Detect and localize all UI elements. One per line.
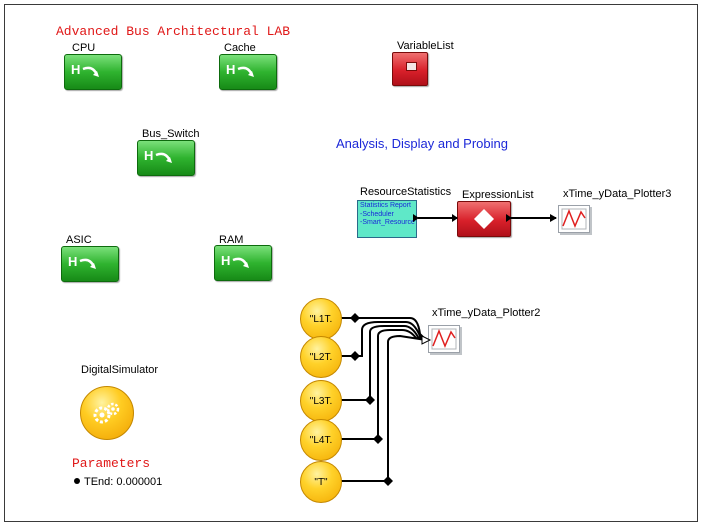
signal-source[interactable]: "L2T. — [300, 336, 342, 378]
asic-block[interactable]: H — [61, 246, 119, 282]
list-icon — [406, 62, 417, 71]
waveform-icon — [561, 208, 587, 230]
signal-source[interactable]: "L3T. — [300, 380, 342, 422]
signal-source[interactable]: "T" — [300, 461, 342, 503]
plotter3-label: xTime_yData_Plotter3 — [563, 188, 672, 200]
digital-simulator-label: DigitalSimulator — [81, 364, 159, 376]
ram-label: RAM — [219, 234, 244, 246]
stats-report-line: Statistics Report — [360, 202, 411, 209]
variable-list-block[interactable] — [392, 52, 428, 86]
plotter2-block[interactable] — [428, 325, 460, 353]
parameter-item[interactable]: TEnd: 0.000001 — [74, 476, 162, 488]
digital-simulator-block[interactable] — [80, 386, 134, 440]
resource-statistics-label: ResourceStatistics — [360, 186, 452, 198]
svg-text:H: H — [221, 253, 230, 268]
expression-list-block[interactable] — [457, 201, 511, 237]
hierarchy-icon: H — [144, 148, 172, 163]
plotter2-label: xTime_yData_Plotter2 — [432, 307, 541, 319]
signal-label: "L4T. — [309, 434, 333, 446]
signal-label: "L3T. — [309, 395, 333, 407]
parameter-text: TEnd: 0.000001 — [84, 476, 163, 488]
diamond-icon — [474, 209, 494, 229]
svg-text:H: H — [226, 62, 235, 77]
bus-switch-label: Bus_Switch — [142, 128, 200, 140]
signal-label: "L2T. — [309, 351, 333, 363]
analysis-section-label: Analysis, Display and Probing — [336, 136, 508, 151]
cache-label: Cache — [224, 42, 256, 54]
svg-text:H: H — [71, 62, 80, 77]
gears-icon — [93, 402, 120, 424]
hierarchy-icon: H — [221, 253, 249, 268]
signal-label: "L1T. — [309, 313, 333, 325]
signal-source[interactable]: "L4T. — [300, 419, 342, 461]
hierarchy-icon: H — [68, 254, 96, 269]
stats-report-line: -Smart_Resource — [360, 219, 415, 226]
parameters-heading: Parameters — [72, 456, 151, 471]
diagram-title: Advanced Bus Architectural LAB — [56, 24, 291, 39]
hierarchy-icon: H — [226, 62, 254, 77]
resource-statistics-block[interactable]: Statistics Report -Scheduler -Smart_Reso… — [357, 200, 417, 238]
signal-label: "T" — [314, 476, 328, 488]
ram-block[interactable]: H — [214, 245, 272, 281]
cpu-label: CPU — [72, 42, 96, 54]
asic-label: ASIC — [66, 234, 92, 246]
plotter3-block[interactable] — [558, 205, 590, 233]
expression-list-label: ExpressionList — [462, 189, 534, 201]
waveform-icon — [431, 328, 457, 350]
svg-text:H: H — [68, 254, 77, 269]
bullet-icon — [74, 478, 80, 484]
cache-block[interactable]: H — [219, 54, 277, 90]
signal-source[interactable]: "L1T. — [300, 298, 342, 340]
cpu-block[interactable]: H — [64, 54, 122, 90]
svg-text:H: H — [144, 148, 153, 163]
bus-switch-block[interactable]: H — [137, 140, 195, 176]
hierarchy-icon: H — [71, 62, 99, 77]
variable-list-label: VariableList — [397, 40, 454, 52]
stats-report-line: -Scheduler — [360, 210, 394, 218]
